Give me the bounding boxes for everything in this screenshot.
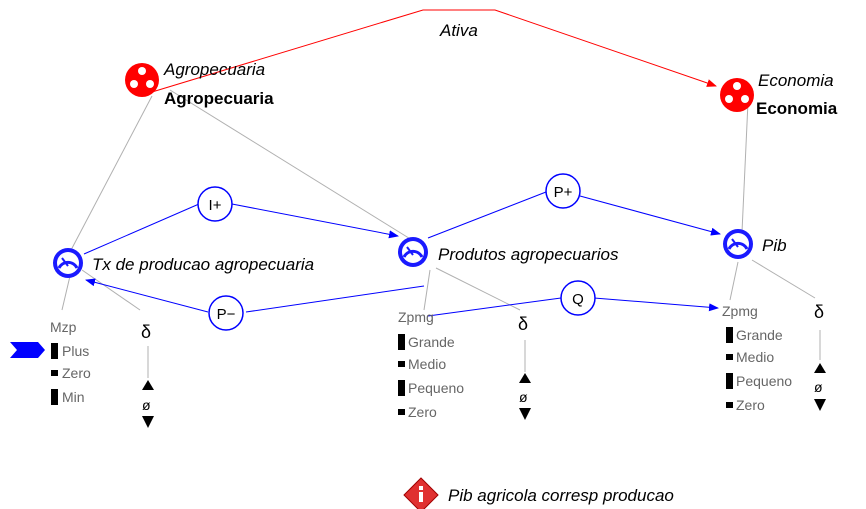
derivative-delta: δ xyxy=(141,322,151,342)
value-plus: Plus xyxy=(62,343,89,359)
quantity-space-zpmg-pib: Zpmg Grande Medio Pequeno Zero xyxy=(722,303,792,413)
quantity-name: Tx de producao agropecuaria xyxy=(92,255,314,274)
value-pequeno: Pequeno xyxy=(408,380,464,396)
derivative-produtos: δ ø xyxy=(518,314,531,420)
assumption-label: Pib agricola corresp producao xyxy=(448,486,674,505)
entity-icon xyxy=(125,63,159,97)
value-grande: Grande xyxy=(408,334,455,350)
gauge-icon xyxy=(398,237,428,267)
dependency-label: P− xyxy=(217,306,236,323)
quantity-pib[interactable]: Pib xyxy=(723,229,787,259)
derivative-zero: ø xyxy=(814,379,823,395)
quantity-space-label: Mzp xyxy=(50,319,77,335)
derivative-delta: δ xyxy=(814,302,824,322)
quantity-space-label: Zpmg xyxy=(722,303,758,319)
structure-lines xyxy=(61,89,821,378)
ativa-label: Ativa xyxy=(439,21,478,40)
quantity-space-mzp: Mzp Plus Zero Min xyxy=(10,319,91,405)
entity-label: Economia xyxy=(756,99,838,118)
dependency-p-minus[interactable]: P− xyxy=(208,295,244,331)
value-medio: Medio xyxy=(408,356,446,372)
entity-economia[interactable]: Economia Economia xyxy=(720,71,838,118)
quantity-name: Pib xyxy=(762,236,787,255)
assumption-icon xyxy=(403,477,439,509)
derivative-zero: ø xyxy=(142,397,151,413)
quantity-name: Produtos agropecuarios xyxy=(438,245,619,264)
value-medio: Medio xyxy=(736,349,774,365)
dependency-label: I+ xyxy=(209,197,222,214)
value-zero: Zero xyxy=(408,404,437,420)
entity-icon xyxy=(720,78,754,112)
value-grande: Grande xyxy=(736,327,783,343)
dependency-i-plus[interactable]: I+ xyxy=(197,186,233,222)
quantity-space-zpmg-produtos: Zpmg Grande Medio Pequeno Zero xyxy=(398,309,464,420)
quantity-space-label: Zpmg xyxy=(398,309,434,325)
derivative-zero: ø xyxy=(519,389,528,405)
gauge-icon xyxy=(723,229,753,259)
derivative-pib: δ ø xyxy=(814,302,826,411)
assumption-pib-agricola[interactable]: Pib agricola corresp producao xyxy=(403,477,674,509)
derivative-delta: δ xyxy=(518,314,528,334)
derivative-tx-producao: δ ø xyxy=(141,322,154,428)
value-zero: Zero xyxy=(736,397,765,413)
gauge-icon xyxy=(53,248,83,278)
entity-label: Agropecuaria xyxy=(164,89,274,108)
quantity-tx-producao[interactable]: Tx de producao agropecuaria xyxy=(53,248,314,278)
entity-name: Economia xyxy=(758,71,834,90)
ativa-relation[interactable]: Ativa xyxy=(151,9,717,93)
dependency-label: P+ xyxy=(554,184,573,201)
dependency-lines xyxy=(83,191,721,317)
dependency-p-plus[interactable]: P+ xyxy=(545,173,581,209)
entity-agropecuaria[interactable]: Agropecuaria Agropecuaria xyxy=(125,60,274,108)
dependency-label: Q xyxy=(572,291,584,308)
entity-name: Agropecuaria xyxy=(163,60,265,79)
current-value-pointer xyxy=(10,342,45,358)
quantity-produtos[interactable]: Produtos agropecuarios xyxy=(398,237,619,267)
value-pequeno: Pequeno xyxy=(736,373,792,389)
value-zero: Zero xyxy=(62,365,91,381)
value-min: Min xyxy=(62,389,85,405)
dependency-q[interactable]: Q xyxy=(560,280,596,316)
